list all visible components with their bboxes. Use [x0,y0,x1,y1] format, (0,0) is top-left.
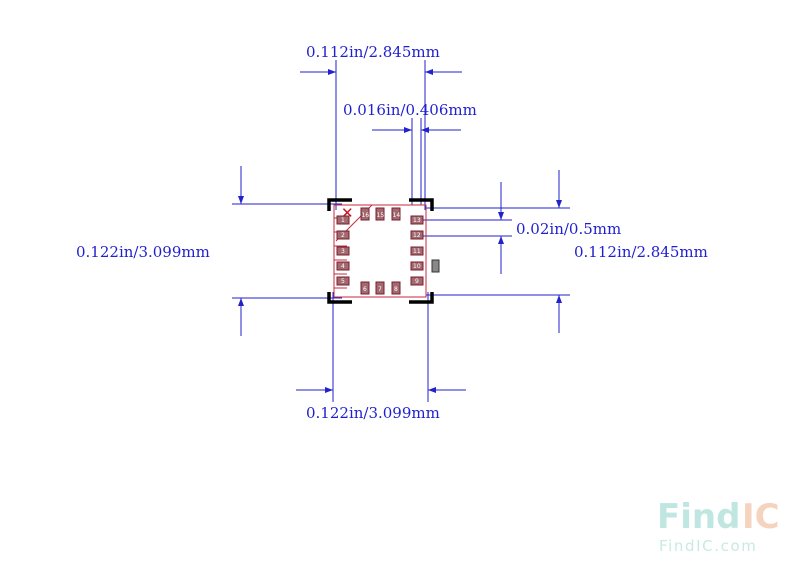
pad-7-number: 7 [378,286,382,293]
bottom-pad-row: 6 7 8 [360,281,401,295]
package-footprint: ✕ 1 2 3 4 5 6 7 8 [327,198,440,304]
pad-2 [336,230,350,240]
courtyard-corners [327,198,434,304]
pad-16-number: 16 [362,212,370,219]
watermark-url: FindIC.com [659,537,757,555]
watermark-logo-find: Find [657,497,740,537]
pad-10 [410,261,424,271]
pad-1-number: 1 [341,217,345,224]
pad-11-number: 11 [413,248,421,255]
pad-8 [391,281,401,295]
dimension-bottom-width: 0.122in/3.099mm [296,292,466,422]
pad-8-number: 8 [394,286,398,293]
pad-14 [391,207,401,221]
top-pad-row: 14 15 16 [360,207,401,221]
pad-4 [336,261,350,271]
pad-13 [410,215,424,225]
dimension-label-pad-pitch: 0.016in/0.406mm [343,101,477,119]
pad-13-number: 13 [413,217,421,224]
pad-5-number: 5 [341,278,345,285]
thermal-pad [431,259,440,273]
pad-15-number: 15 [377,212,385,219]
left-pad-row: 1 2 3 4 5 [336,215,350,286]
dimension-pad-pitch: 0.016in/0.406mm [343,101,477,205]
dimension-label-bottom-width: 0.122in/3.099mm [306,404,440,422]
dimension-label-right-height: 0.112in/2.845mm [574,243,708,261]
dimension-left-height: 0.122in/3.099mm [76,166,342,336]
dimension-label-pad-gap: 0.02in/0.5mm [516,220,621,238]
pad-4-number: 4 [341,263,345,270]
pad-9 [410,276,424,286]
pad-15 [375,207,385,221]
pad-7 [375,281,385,295]
pad-5 [336,276,350,286]
dimension-label-top-width: 0.112in/2.845mm [306,43,440,61]
dimension-right-height: 0.112in/2.845mm [426,170,708,333]
pad-12 [410,230,424,240]
pad-9-number: 9 [415,278,419,285]
pad-1 [336,215,350,225]
pad-12-number: 12 [413,232,421,239]
pad-3 [336,246,350,256]
pad-10-number: 10 [413,263,421,270]
pad-6-number: 6 [363,286,367,293]
pad-3-number: 3 [341,248,345,255]
pad-2-number: 2 [341,232,345,239]
dimension-top-width: 0.112in/2.845mm [300,43,462,210]
pad-14-number: 14 [393,212,401,219]
package-outline [333,204,427,298]
pad-6 [360,281,370,295]
dimension-label-left-height: 0.122in/3.099mm [76,243,210,261]
pad-16 [360,207,370,221]
right-pad-row: 9 10 11 12 13 [410,215,424,286]
findic-watermark: Find IC FindIC.com [657,497,780,555]
dimension-pad-gap: 0.02in/0.5mm [420,182,621,274]
pad-11 [410,246,424,256]
watermark-logo-ic: IC [742,497,780,537]
